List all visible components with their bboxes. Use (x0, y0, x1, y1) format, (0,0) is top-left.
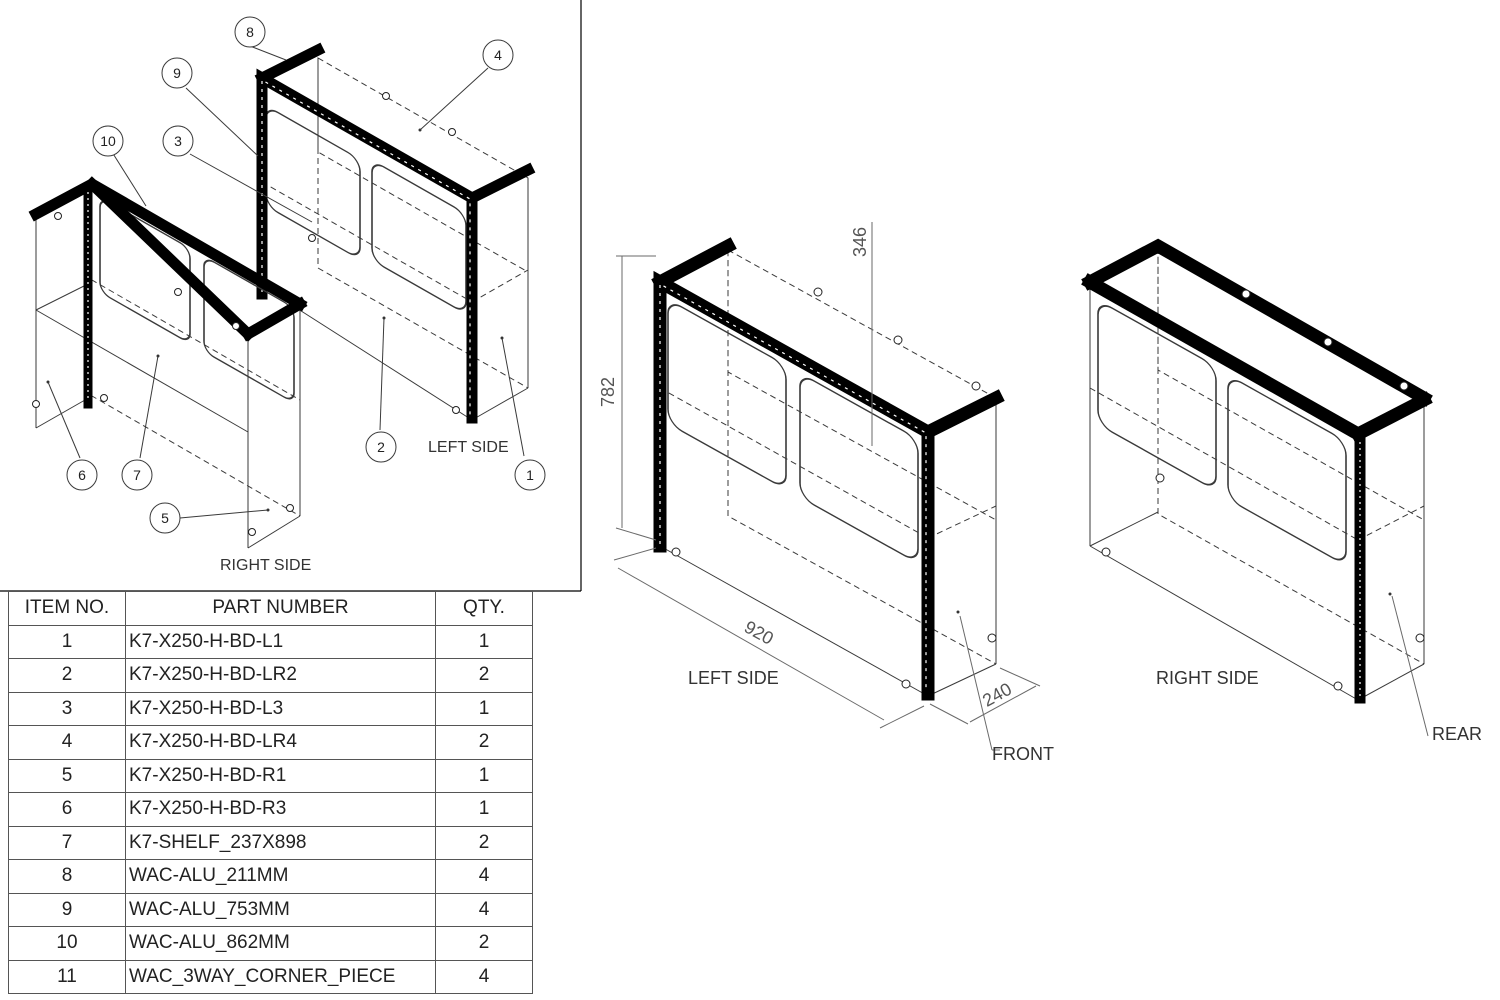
qty: 2 (435, 825, 533, 860)
balloon-leaders (47, 45, 525, 519)
balloon-7: 7 (121, 459, 153, 491)
exploded-left-unit (254, 42, 536, 424)
balloon-6-text: 6 (78, 467, 86, 483)
item-no: 8 (8, 859, 126, 894)
balloon-2: 2 (365, 431, 397, 463)
item-no: 10 (8, 926, 126, 961)
assembled-left-unit (651, 237, 1005, 701)
bom-header-row: ITEM NO. PART NUMBER QTY. (8, 591, 533, 626)
balloon-4: 4 (482, 39, 514, 71)
balloon-1-text: 1 (526, 467, 534, 483)
height-dimension: 782 (598, 377, 618, 407)
part-number: WAC-ALU_753MM (125, 892, 436, 927)
col-item-no: ITEM NO. (8, 591, 126, 626)
balloon-10-text: 10 (100, 133, 116, 149)
item-no: 4 (8, 725, 126, 760)
qty: 2 (435, 658, 533, 693)
qty: 4 (435, 859, 533, 894)
qty: 4 (435, 892, 533, 927)
item-no: 7 (8, 825, 126, 860)
col-part-number: PART NUMBER (125, 591, 436, 626)
balloon-2-text: 2 (377, 439, 385, 455)
balloon-7-text: 7 (133, 467, 141, 483)
part-number: K7-SHELF_237X898 (125, 825, 436, 860)
width-dimension: 920 (741, 617, 777, 649)
part-number: WAC_3WAY_CORNER_PIECE (125, 959, 436, 994)
balloon-4-text: 4 (494, 47, 502, 63)
balloon-9-text: 9 (173, 65, 181, 81)
assembled-left-side-label: LEFT SIDE (688, 668, 779, 688)
qty: 1 (435, 691, 533, 726)
part-number: WAC-ALU_862MM (125, 926, 436, 961)
qty: 1 (435, 624, 533, 659)
assembled-right-side-label: RIGHT SIDE (1156, 668, 1259, 688)
item-no: 5 (8, 758, 126, 793)
exploded-right-side-label: RIGHT SIDE (220, 557, 311, 574)
depth-dimension: 240 (979, 679, 1015, 711)
dimension-lines (613, 222, 1041, 751)
balloon-10: 10 (92, 125, 124, 157)
opening-dimension: 346 (850, 227, 870, 257)
front-label: FRONT (992, 744, 1054, 764)
rear-leader (1391, 595, 1429, 737)
balloon-5: 5 (149, 502, 181, 534)
balloon-6: 6 (66, 459, 98, 491)
balloon-8: 8 (234, 16, 266, 48)
col-qty: QTY. (435, 591, 533, 626)
qty: 2 (435, 725, 533, 760)
exploded-left-side-label: LEFT SIDE (428, 439, 509, 456)
balloon-8-text: 8 (246, 24, 254, 40)
item-no: 2 (8, 658, 126, 693)
qty: 1 (435, 758, 533, 793)
qty: 1 (435, 792, 533, 827)
balloon-3: 3 (162, 125, 194, 157)
item-no: 11 (8, 959, 126, 994)
part-number: WAC-ALU_211MM (125, 859, 436, 894)
part-number: K7-X250-H-BD-LR4 (125, 725, 436, 760)
part-number: K7-X250-H-BD-L1 (125, 624, 436, 659)
item-no: 1 (8, 624, 126, 659)
item-no: 6 (8, 792, 126, 827)
balloon-9: 9 (161, 57, 193, 89)
part-number: K7-X250-H-BD-LR2 (125, 658, 436, 693)
qty: 2 (435, 926, 533, 961)
balloon-5-text: 5 (161, 510, 169, 526)
item-no: 3 (8, 691, 126, 726)
part-number: K7-X250-H-BD-L3 (125, 691, 436, 726)
item-no: 9 (8, 892, 126, 927)
qty: 4 (435, 959, 533, 994)
part-number: K7-X250-H-BD-R3 (125, 792, 436, 827)
rear-label: REAR (1432, 724, 1482, 744)
assembled-right-unit (1081, 238, 1433, 704)
exploded-right-unit (28, 176, 308, 549)
balloon-3-text: 3 (174, 133, 182, 149)
part-number: K7-X250-H-BD-R1 (125, 758, 436, 793)
balloon-1: 1 (514, 459, 546, 491)
